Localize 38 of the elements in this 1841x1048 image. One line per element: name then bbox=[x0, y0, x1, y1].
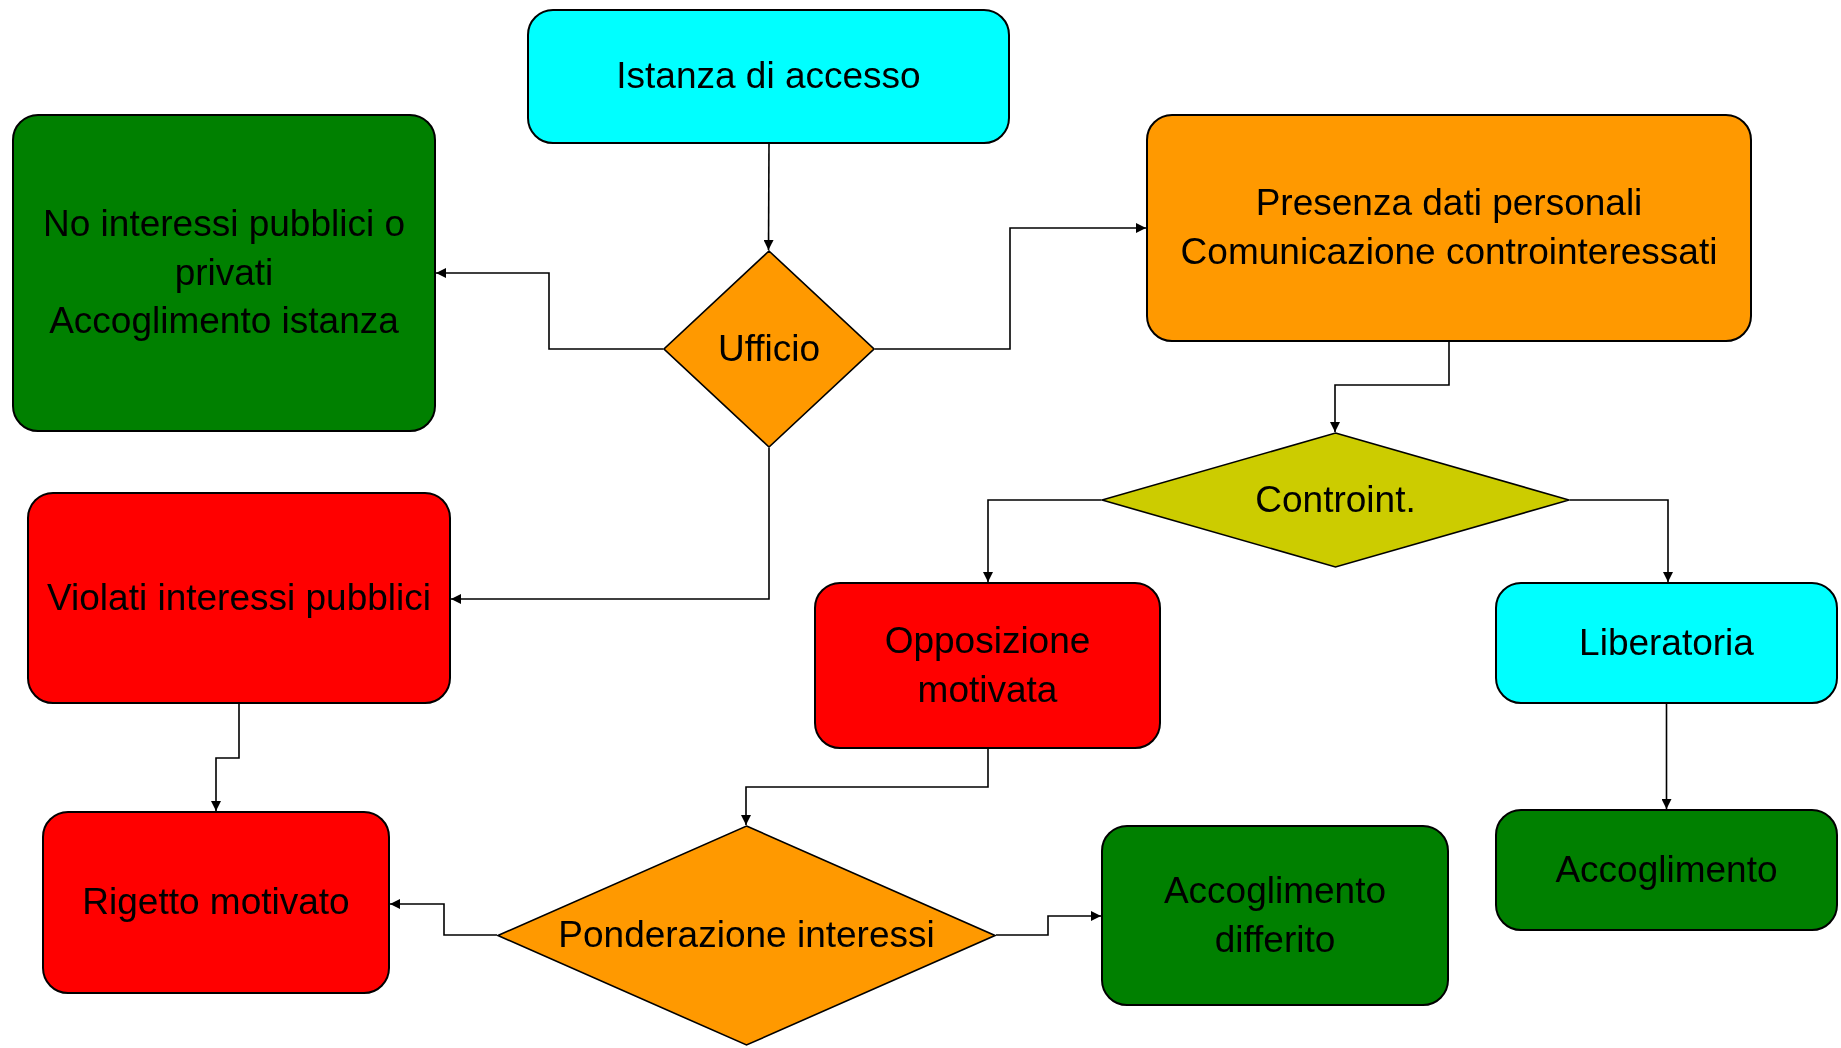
node-text: Violati interessi pubblici bbox=[47, 575, 431, 620]
connector-arrow bbox=[435, 268, 664, 350]
outcome-box bbox=[42, 811, 390, 994]
node-text: Accoglimento bbox=[1555, 847, 1778, 892]
connector-arrow bbox=[1330, 341, 1450, 433]
node-text: Controint. bbox=[1255, 477, 1416, 522]
connector-arrow bbox=[741, 748, 989, 826]
node-text: Rigetto motivato bbox=[82, 880, 350, 925]
process-box bbox=[1146, 114, 1752, 342]
node-text: Accoglimento istanza bbox=[49, 299, 399, 344]
process-box bbox=[27, 492, 451, 704]
outcome-box bbox=[1101, 825, 1449, 1006]
process-box bbox=[814, 582, 1161, 749]
connector-arrow bbox=[1661, 703, 1672, 810]
node-text: Istanza di accesso bbox=[616, 54, 921, 99]
process-box bbox=[1495, 582, 1838, 704]
connector-arrow bbox=[211, 703, 240, 812]
node-text: Presenza dati personali bbox=[1255, 181, 1643, 226]
node-text: Ufficio bbox=[717, 326, 821, 371]
decision-diamond bbox=[663, 250, 875, 448]
connector-arrow bbox=[389, 899, 498, 936]
node-text: Accoglimento differito bbox=[1162, 868, 1388, 962]
connector-arrow bbox=[450, 447, 770, 604]
node-text: Opposizione motivata bbox=[883, 618, 1092, 712]
node-text: Liberatoria bbox=[1579, 620, 1754, 665]
connector-arrow bbox=[995, 911, 1102, 936]
outcome-box bbox=[1495, 809, 1838, 931]
connector-arrow bbox=[763, 143, 774, 251]
start-box bbox=[527, 9, 1010, 144]
decision-diamond bbox=[1101, 432, 1570, 568]
node-text: No interessi pubblici o privati bbox=[42, 201, 406, 295]
decision-diamond bbox=[497, 825, 996, 1046]
connector-arrow bbox=[874, 223, 1147, 350]
node-text: Comunicazione controinteressati bbox=[1180, 230, 1718, 274]
connector-arrow bbox=[983, 499, 1102, 583]
node-text: Ponderazione interessi bbox=[558, 913, 935, 958]
connector-arrow bbox=[1569, 499, 1673, 583]
outcome-box bbox=[12, 114, 436, 432]
